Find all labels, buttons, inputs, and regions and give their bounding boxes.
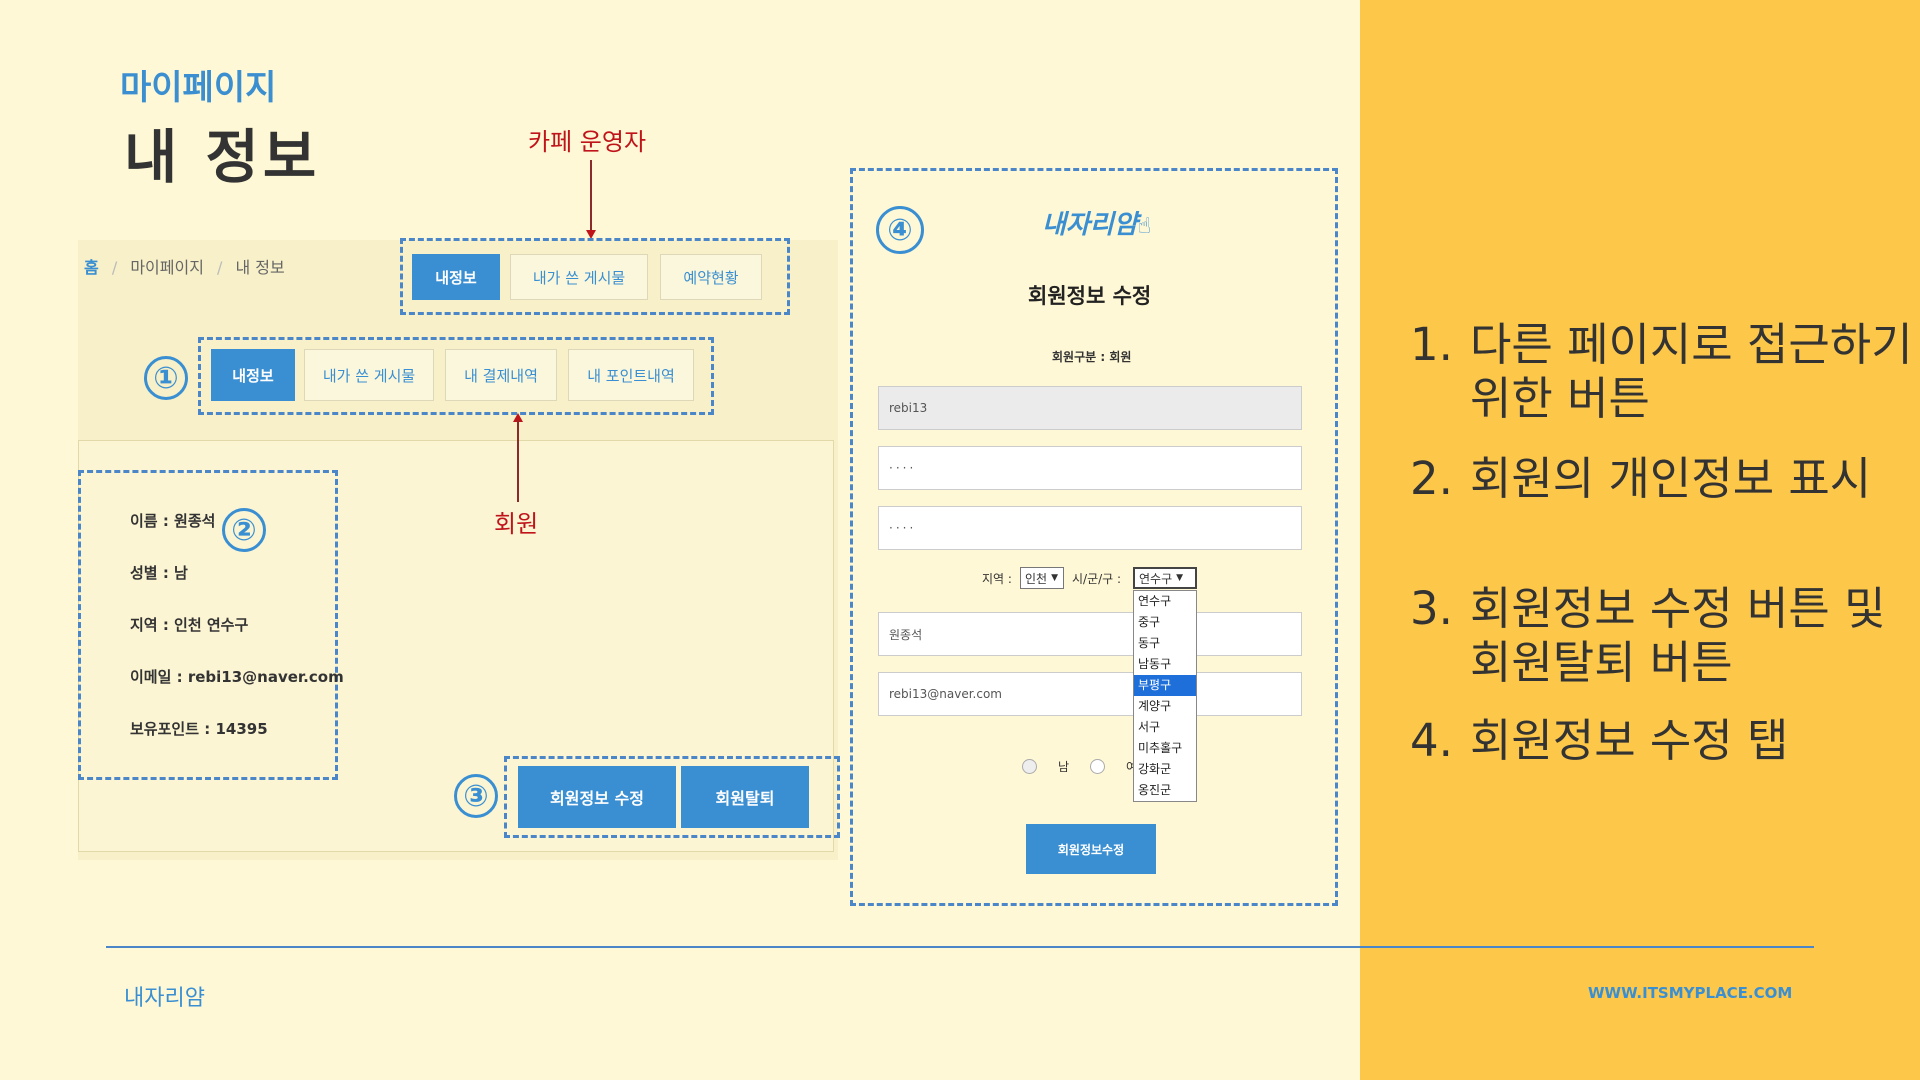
region-label: 지역 : [982, 572, 1012, 586]
member-tab-my-posts[interactable]: 내가 쓴 게시물 [304, 349, 434, 401]
member-type-label: 회원구분 : 회원 [1052, 350, 1132, 364]
district-option[interactable]: 동구 [1138, 636, 1161, 650]
district-option[interactable]: 중구 [1138, 615, 1161, 629]
submit-edit-button[interactable]: 회원정보수정 [1026, 824, 1156, 874]
district-dropdown-list: 연수구 중구 동구 남동구 부평구 계양구 서구 미추홀구 강화군 옹진군 [1133, 590, 1197, 802]
edit-form-highlight [850, 168, 1338, 906]
list-item-number: 1. [1410, 318, 1453, 371]
member-tabs-highlight [198, 337, 714, 415]
list-item-text: 회원정보 수정 버튼 및 회원탈퇴 버튼 [1470, 582, 1886, 689]
list-item-number: 3. [1410, 582, 1453, 635]
admin-tab-myinfo[interactable]: 내정보 [412, 254, 500, 300]
annotation-arrow-up [513, 413, 523, 502]
profile-info-highlight [78, 470, 338, 780]
name-field[interactable]: 원종석 [878, 612, 1302, 656]
logo-text: 내자리얌 [1042, 210, 1138, 240]
member-tab-myinfo[interactable]: 내정보 [211, 349, 295, 401]
annotation-member: 회원 [494, 510, 539, 538]
gender-male-label: 남 [1058, 760, 1070, 774]
footer-url[interactable]: WWW.ITSMYPLACE.COM [1588, 984, 1793, 1002]
breadcrumb-separator: / [217, 258, 223, 277]
gender-female-label: 여 [1126, 760, 1133, 774]
admin-tab-reservations[interactable]: 예약현황 [660, 254, 762, 300]
right-panel [1360, 0, 1920, 1080]
breadcrumb: 홈 / 마이페이지 / 내 정보 [84, 254, 285, 278]
footer-brand: 내자리얌 [124, 986, 205, 1011]
admin-tabs-highlight [400, 238, 790, 315]
password-confirm-field[interactable]: ···· [878, 506, 1302, 550]
profile-gender: 성별 : 남 [130, 564, 188, 582]
number-badge-3: ③ [454, 774, 498, 818]
chevron-down-icon: ▼ [1051, 573, 1059, 583]
edit-form-logo: 내자리얌☝ [1042, 204, 1151, 241]
district-option[interactable]: 서구 [1138, 720, 1161, 734]
district-option-highlighted[interactable]: 부평구 [1134, 675, 1196, 696]
breadcrumb-current: 내 정보 [235, 258, 285, 277]
slide-title: 내 정보 [124, 123, 321, 191]
number-badge-2: ② [222, 508, 266, 552]
district-option[interactable]: 남동구 [1138, 657, 1172, 671]
annotation-cafe-admin: 카페 운영자 [528, 128, 647, 156]
district-option[interactable]: 계양구 [1138, 699, 1172, 713]
slide-subtitle: 마이페이지 [120, 68, 277, 108]
district-select[interactable]: 연수구▼ [1133, 567, 1197, 589]
region-select[interactable]: 인천▼ [1020, 567, 1064, 589]
list-item-number: 2. [1410, 452, 1453, 505]
withdraw-button[interactable]: 회원탈퇴 [681, 766, 809, 828]
number-badge-1: ① [144, 356, 188, 400]
breadcrumb-home[interactable]: 홈 [84, 258, 99, 277]
annotation-arrow-down [586, 160, 596, 239]
gender-male-radio[interactable] [1022, 759, 1037, 774]
edit-form-title: 회원정보 수정 [1028, 284, 1152, 308]
list-item-text: 회원정보 수정 탭 [1470, 714, 1789, 767]
profile-name: 이름 : 원종석 [130, 512, 216, 530]
district-label: 시/군/구 : [1072, 572, 1122, 586]
member-tab-points[interactable]: 내 포인트내역 [568, 349, 694, 401]
list-item-number: 4. [1410, 714, 1453, 767]
list-item-text: 다른 페이지로 접근하기 위한 버튼 [1470, 318, 1913, 425]
password-field[interactable]: ···· [878, 446, 1302, 490]
district-option[interactable]: 연수구 [1138, 594, 1172, 608]
number-badge-4: ④ [876, 206, 924, 254]
chevron-down-icon: ▼ [1176, 573, 1184, 583]
breadcrumb-separator: / [111, 258, 118, 277]
district-select-value: 연수구 [1139, 571, 1173, 586]
district-option[interactable]: 강화군 [1138, 762, 1172, 776]
edit-profile-button[interactable]: 회원정보 수정 [518, 766, 676, 828]
footer-divider [106, 946, 1814, 948]
member-tab-payments[interactable]: 내 결제내역 [445, 349, 557, 401]
action-buttons-highlight [504, 756, 840, 838]
district-option[interactable]: 옹진군 [1138, 783, 1172, 797]
gender-female-radio[interactable] [1090, 759, 1105, 774]
pointer-hand-icon: ☝ [1137, 214, 1152, 239]
breadcrumb-mypage[interactable]: 마이페이지 [130, 258, 204, 277]
region-select-value: 인천 [1025, 571, 1048, 586]
profile-points: 보유포인트 : 14395 [130, 720, 268, 738]
district-option[interactable]: 미추홀구 [1138, 741, 1183, 755]
profile-email: 이메일 : rebi13@naver.com [130, 668, 344, 686]
email-field[interactable]: rebi13@naver.com [878, 672, 1302, 716]
list-item-text: 회원의 개인정보 표시 [1470, 452, 1872, 505]
profile-region: 지역 : 인천 연수구 [130, 616, 249, 634]
admin-tab-my-posts[interactable]: 내가 쓴 게시물 [510, 254, 648, 300]
id-field: rebi13 [878, 386, 1302, 430]
